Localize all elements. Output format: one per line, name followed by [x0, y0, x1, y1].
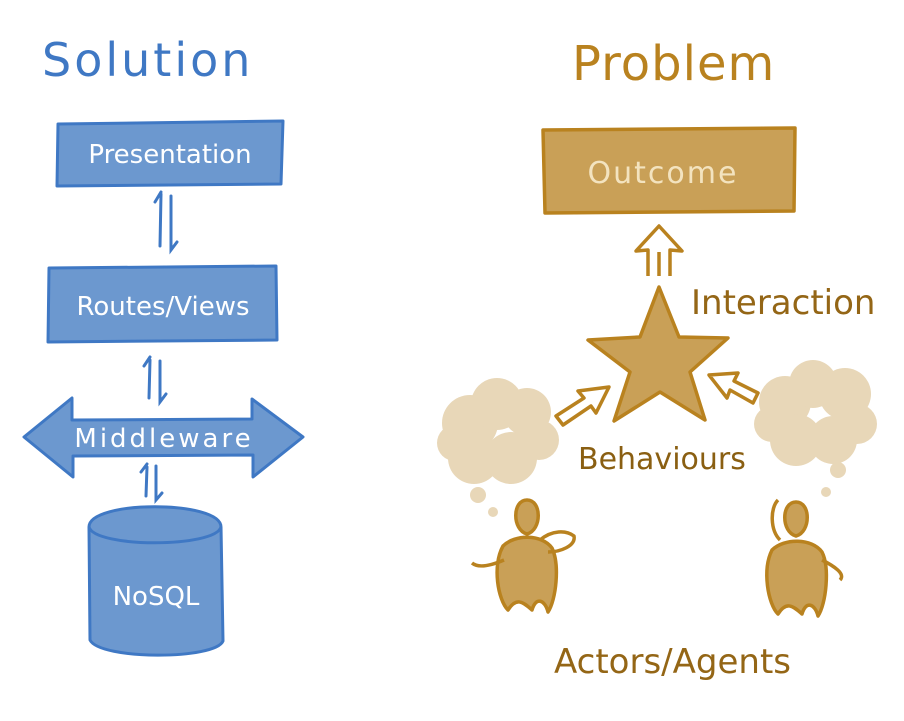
- middleware-label: Middleware: [74, 424, 253, 454]
- thought-cloud-right: [754, 360, 877, 497]
- outcome-label: Outcome: [588, 156, 739, 191]
- arrow-icon: [554, 385, 611, 427]
- nosql-label: NoSQL: [113, 582, 200, 612]
- thought-cloud-left: [437, 378, 559, 517]
- outcome-box: Outcome: [541, 126, 797, 215]
- interaction-label: Interaction: [691, 283, 875, 323]
- presentation-layer: Presentation: [55, 119, 285, 188]
- routes-views-layer: Routes/Views: [46, 264, 279, 344]
- nosql-database: NoSQL: [87, 505, 225, 657]
- double-arrow-icon: [153, 190, 179, 255]
- middleware-layer: Middleware: [22, 396, 305, 479]
- presentation-label: Presentation: [88, 140, 251, 170]
- problem-title: Problem: [572, 36, 775, 92]
- actor-right-icon: [765, 498, 844, 618]
- double-arrow-icon: [139, 462, 164, 505]
- actor-left-icon: [470, 498, 576, 614]
- solution-title: Solution: [42, 33, 253, 87]
- behaviours-label: Behaviours: [578, 442, 746, 477]
- arrow-up-icon: [634, 224, 684, 276]
- actors-agents-label: Actors/Agents: [554, 642, 791, 682]
- arrow-icon: [707, 371, 760, 405]
- routes-views-label: Routes/Views: [76, 292, 249, 322]
- double-arrow-icon: [142, 355, 168, 407]
- star-icon: [586, 285, 730, 423]
